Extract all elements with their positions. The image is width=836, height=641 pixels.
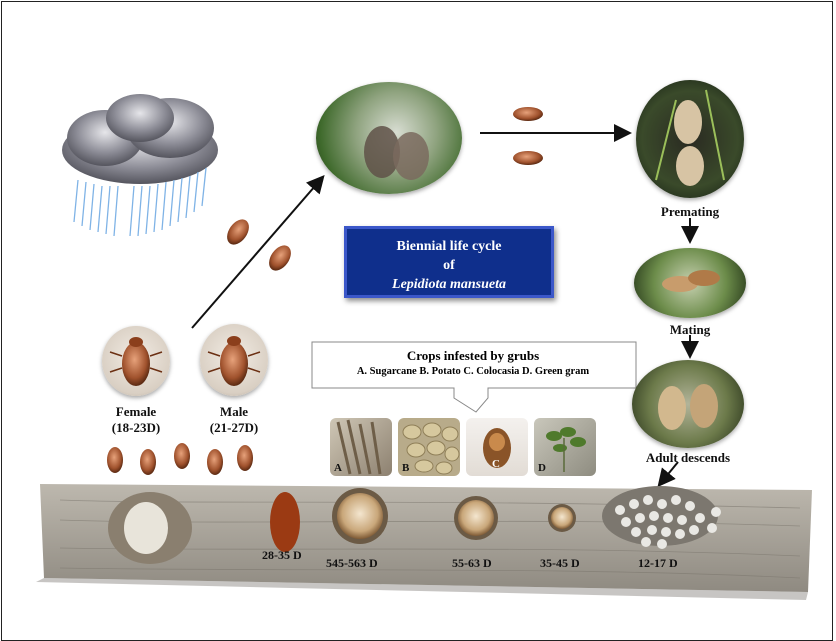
rain-cloud-icon	[62, 94, 218, 236]
pupa-duration: 28-35 D	[262, 548, 302, 563]
crop-tile-letter: B	[402, 462, 409, 474]
beetle-pair-icon	[636, 80, 744, 198]
adult-descends-image	[632, 360, 744, 448]
third-instar-grub-icon	[332, 488, 388, 544]
adult-beetles-row	[107, 443, 253, 475]
male-beetle-image	[200, 324, 268, 396]
arrow-to-feeding	[192, 178, 322, 328]
mating-beetles-icon	[634, 248, 746, 318]
second-instar-grub-icon	[454, 496, 498, 540]
title-line-1: Biennial life cycle	[347, 237, 551, 256]
mating-label: Mating	[634, 322, 746, 338]
pupal-cell-icon	[108, 492, 192, 564]
crop-tile-potato: B	[398, 418, 460, 476]
crops-heading: Crops infested by grubs	[310, 348, 636, 364]
crop-tile-colocasia: C	[466, 418, 528, 476]
crop-tile-letter: C	[492, 458, 500, 470]
descending-beetles-icon	[632, 360, 744, 448]
female-label: Female	[100, 404, 172, 420]
mating-image	[634, 248, 746, 318]
male-beetle-icon	[200, 324, 268, 396]
crop-tile-letter: D	[538, 462, 546, 474]
title-species: Lepidiota mansueta	[347, 275, 551, 294]
female-beetle-icon	[102, 326, 170, 396]
third-instar-duration: 545-563 D	[326, 556, 378, 571]
first-instar-duration: 35-45 D	[540, 556, 580, 571]
crops-list: A. Sugarcane B. Potato C. Colocasia D. G…	[310, 366, 636, 377]
title-line-2: of	[347, 256, 551, 275]
crop-tile-letter: A	[334, 462, 342, 474]
pupa-icon	[270, 492, 300, 552]
female-beetle-image	[102, 326, 170, 396]
diagram-title-box: Biennial life cycle of Lepidiota mansuet…	[344, 226, 554, 298]
crop-tile-sugarcane: A	[330, 418, 392, 476]
male-duration: (21-27D)	[198, 420, 270, 436]
premating-image	[636, 80, 744, 198]
crop-tile-green-gram: D	[534, 418, 596, 476]
premating-label: Premating	[636, 204, 744, 220]
feeding-on-leaves-image	[316, 82, 462, 194]
female-duration: (18-23D)	[100, 420, 172, 436]
male-label: Male	[198, 404, 270, 420]
first-instar-grub-icon	[548, 504, 576, 532]
adult-descends-label: Adult descends	[626, 450, 750, 466]
eggs-duration: 12-17 D	[638, 556, 678, 571]
second-instar-duration: 55-63 D	[452, 556, 492, 571]
beetle-on-leaf-icon	[316, 82, 462, 194]
